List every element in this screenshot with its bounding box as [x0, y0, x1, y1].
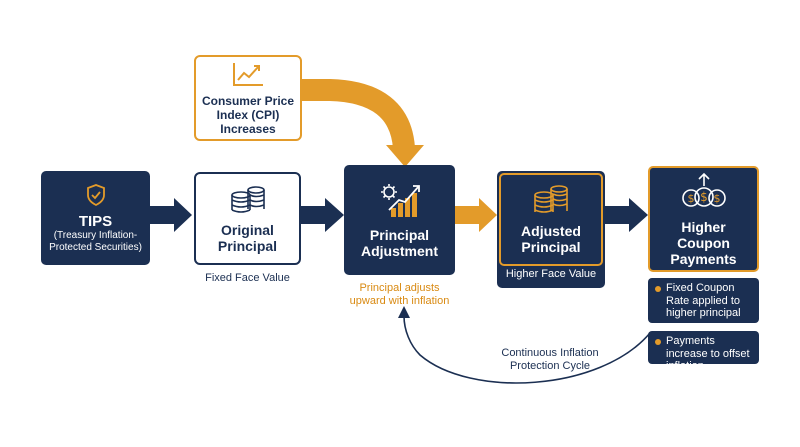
coupon-bullet-1: Fixed Coupon Rate applied to higher prin…: [648, 278, 759, 323]
coin-stack-icon: [531, 184, 571, 221]
principal-adjustment-caption: Principal adjusts upward with inflation: [349, 282, 450, 307]
adjusted-principal-group: Adjusted Principal Higher Face Value: [497, 171, 605, 288]
line-chart-icon: [231, 61, 265, 92]
coupon-payments-title: Higher Coupon Payments: [670, 218, 737, 267]
principal-adjustment-title: Principal Adjustment: [361, 226, 438, 259]
tips-box: TIPS (Treasury Inflation-Protected Secur…: [41, 171, 150, 265]
arrow-adjusted-to-coupon: [605, 198, 648, 232]
svg-text:$: $: [687, 192, 694, 205]
cpi-arrowhead: [386, 145, 424, 167]
coupon-payments-box: $ $ $ Higher Coupon Payments: [648, 166, 759, 272]
original-principal-box: Original Principal: [194, 172, 301, 265]
dollar-coins-up-arrow-icon: $ $ $: [680, 172, 728, 215]
adjusted-principal-box: Adjusted Principal: [499, 173, 603, 266]
cpi-label: Consumer Price Index (CPI) Increases: [201, 93, 295, 136]
tips-title: TIPS: [78, 213, 113, 230]
svg-text:$: $: [700, 190, 708, 204]
coupon-bullet-1-text: Fixed Coupon Rate applied to higher prin…: [666, 282, 741, 319]
svg-text:$: $: [713, 192, 720, 205]
original-principal-caption: Fixed Face Value: [205, 272, 290, 284]
cycle-arrow: [403, 315, 651, 384]
coupon-bullet-2: Payments increase to offset inflation: [648, 331, 759, 372]
arrow-adjustment-to-adjusted: [455, 198, 497, 232]
shield-check-icon: [85, 183, 107, 212]
principal-adjustment-box: Principal Adjustment: [344, 165, 455, 275]
bullet-dot: [655, 339, 661, 345]
coin-stack-icon: [228, 184, 268, 219]
coupon-bullet-2-text: Payments increase to offset inflation: [666, 335, 750, 372]
arrow-original-to-adjustment: [301, 198, 344, 232]
adjusted-principal-title: Adjusted Principal: [521, 223, 581, 255]
arrow-tips-to-original: [150, 198, 192, 232]
cycle-label: Continuous Inflation Protection Cycle: [501, 347, 599, 372]
bullet-dot: [655, 286, 661, 292]
gear-growth-chart-icon: [377, 182, 423, 223]
adjusted-principal-caption: Higher Face Value: [505, 268, 597, 280]
cpi-box: Consumer Price Index (CPI) Increases: [194, 55, 302, 141]
cpi-curved-arrow: [302, 79, 415, 150]
original-principal-title: Original Principal: [217, 221, 278, 254]
cycle-arrowhead: [398, 306, 410, 318]
tips-subtitle: (Treasury Inflation-Protected Securities…: [49, 230, 142, 253]
